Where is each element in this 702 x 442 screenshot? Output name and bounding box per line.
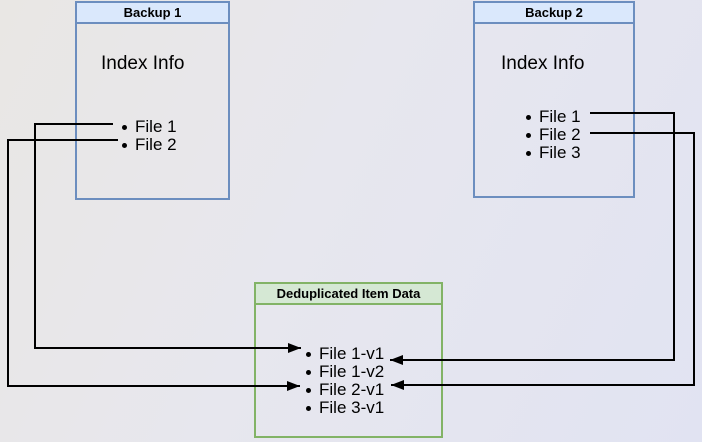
bullet-icon [306,388,311,393]
list-item: File 3-v1 [306,399,384,417]
file-label: File 3-v1 [319,398,385,417]
backup1-box: Backup 1 Index Info File 1 File 2 [75,1,230,200]
list-item: File 1-v1 [306,345,384,363]
file-label: File 1 [135,117,177,136]
bullet-icon [526,133,531,138]
file-label: File 1 [539,107,581,126]
file-label: File 1-v1 [319,344,385,363]
file-label: File 3 [539,143,581,162]
bullet-icon [122,125,127,130]
backup2-title: Backup 2 [475,3,633,24]
backup1-index-info-label: Index Info [101,53,185,74]
file-label: File 2-v1 [319,380,385,399]
list-item: File 1 [122,118,177,136]
bullet-icon [306,406,311,411]
list-item: File 2 [526,126,581,144]
list-item: File 2-v1 [306,381,384,399]
backup1-title: Backup 1 [77,3,228,24]
file-label: File 2 [539,125,581,144]
file-label: File 2 [135,135,177,154]
dedup-box: Deduplicated Item Data File 1-v1 File 1-… [254,282,443,438]
list-item: File 1-v2 [306,363,384,381]
list-item: File 3 [526,144,581,162]
list-item: File 2 [122,136,177,154]
list-item: File 1 [526,108,581,126]
dedup-title: Deduplicated Item Data [256,284,441,305]
file-label: File 1-v2 [319,362,385,381]
bullet-icon [306,352,311,357]
backup2-box: Backup 2 Index Info File 1 File 2 File 3 [473,1,635,198]
bullet-icon [526,151,531,156]
bullet-icon [526,115,531,120]
bullet-icon [122,143,127,148]
backup2-index-info-label: Index Info [501,53,585,74]
bullet-icon [306,370,311,375]
